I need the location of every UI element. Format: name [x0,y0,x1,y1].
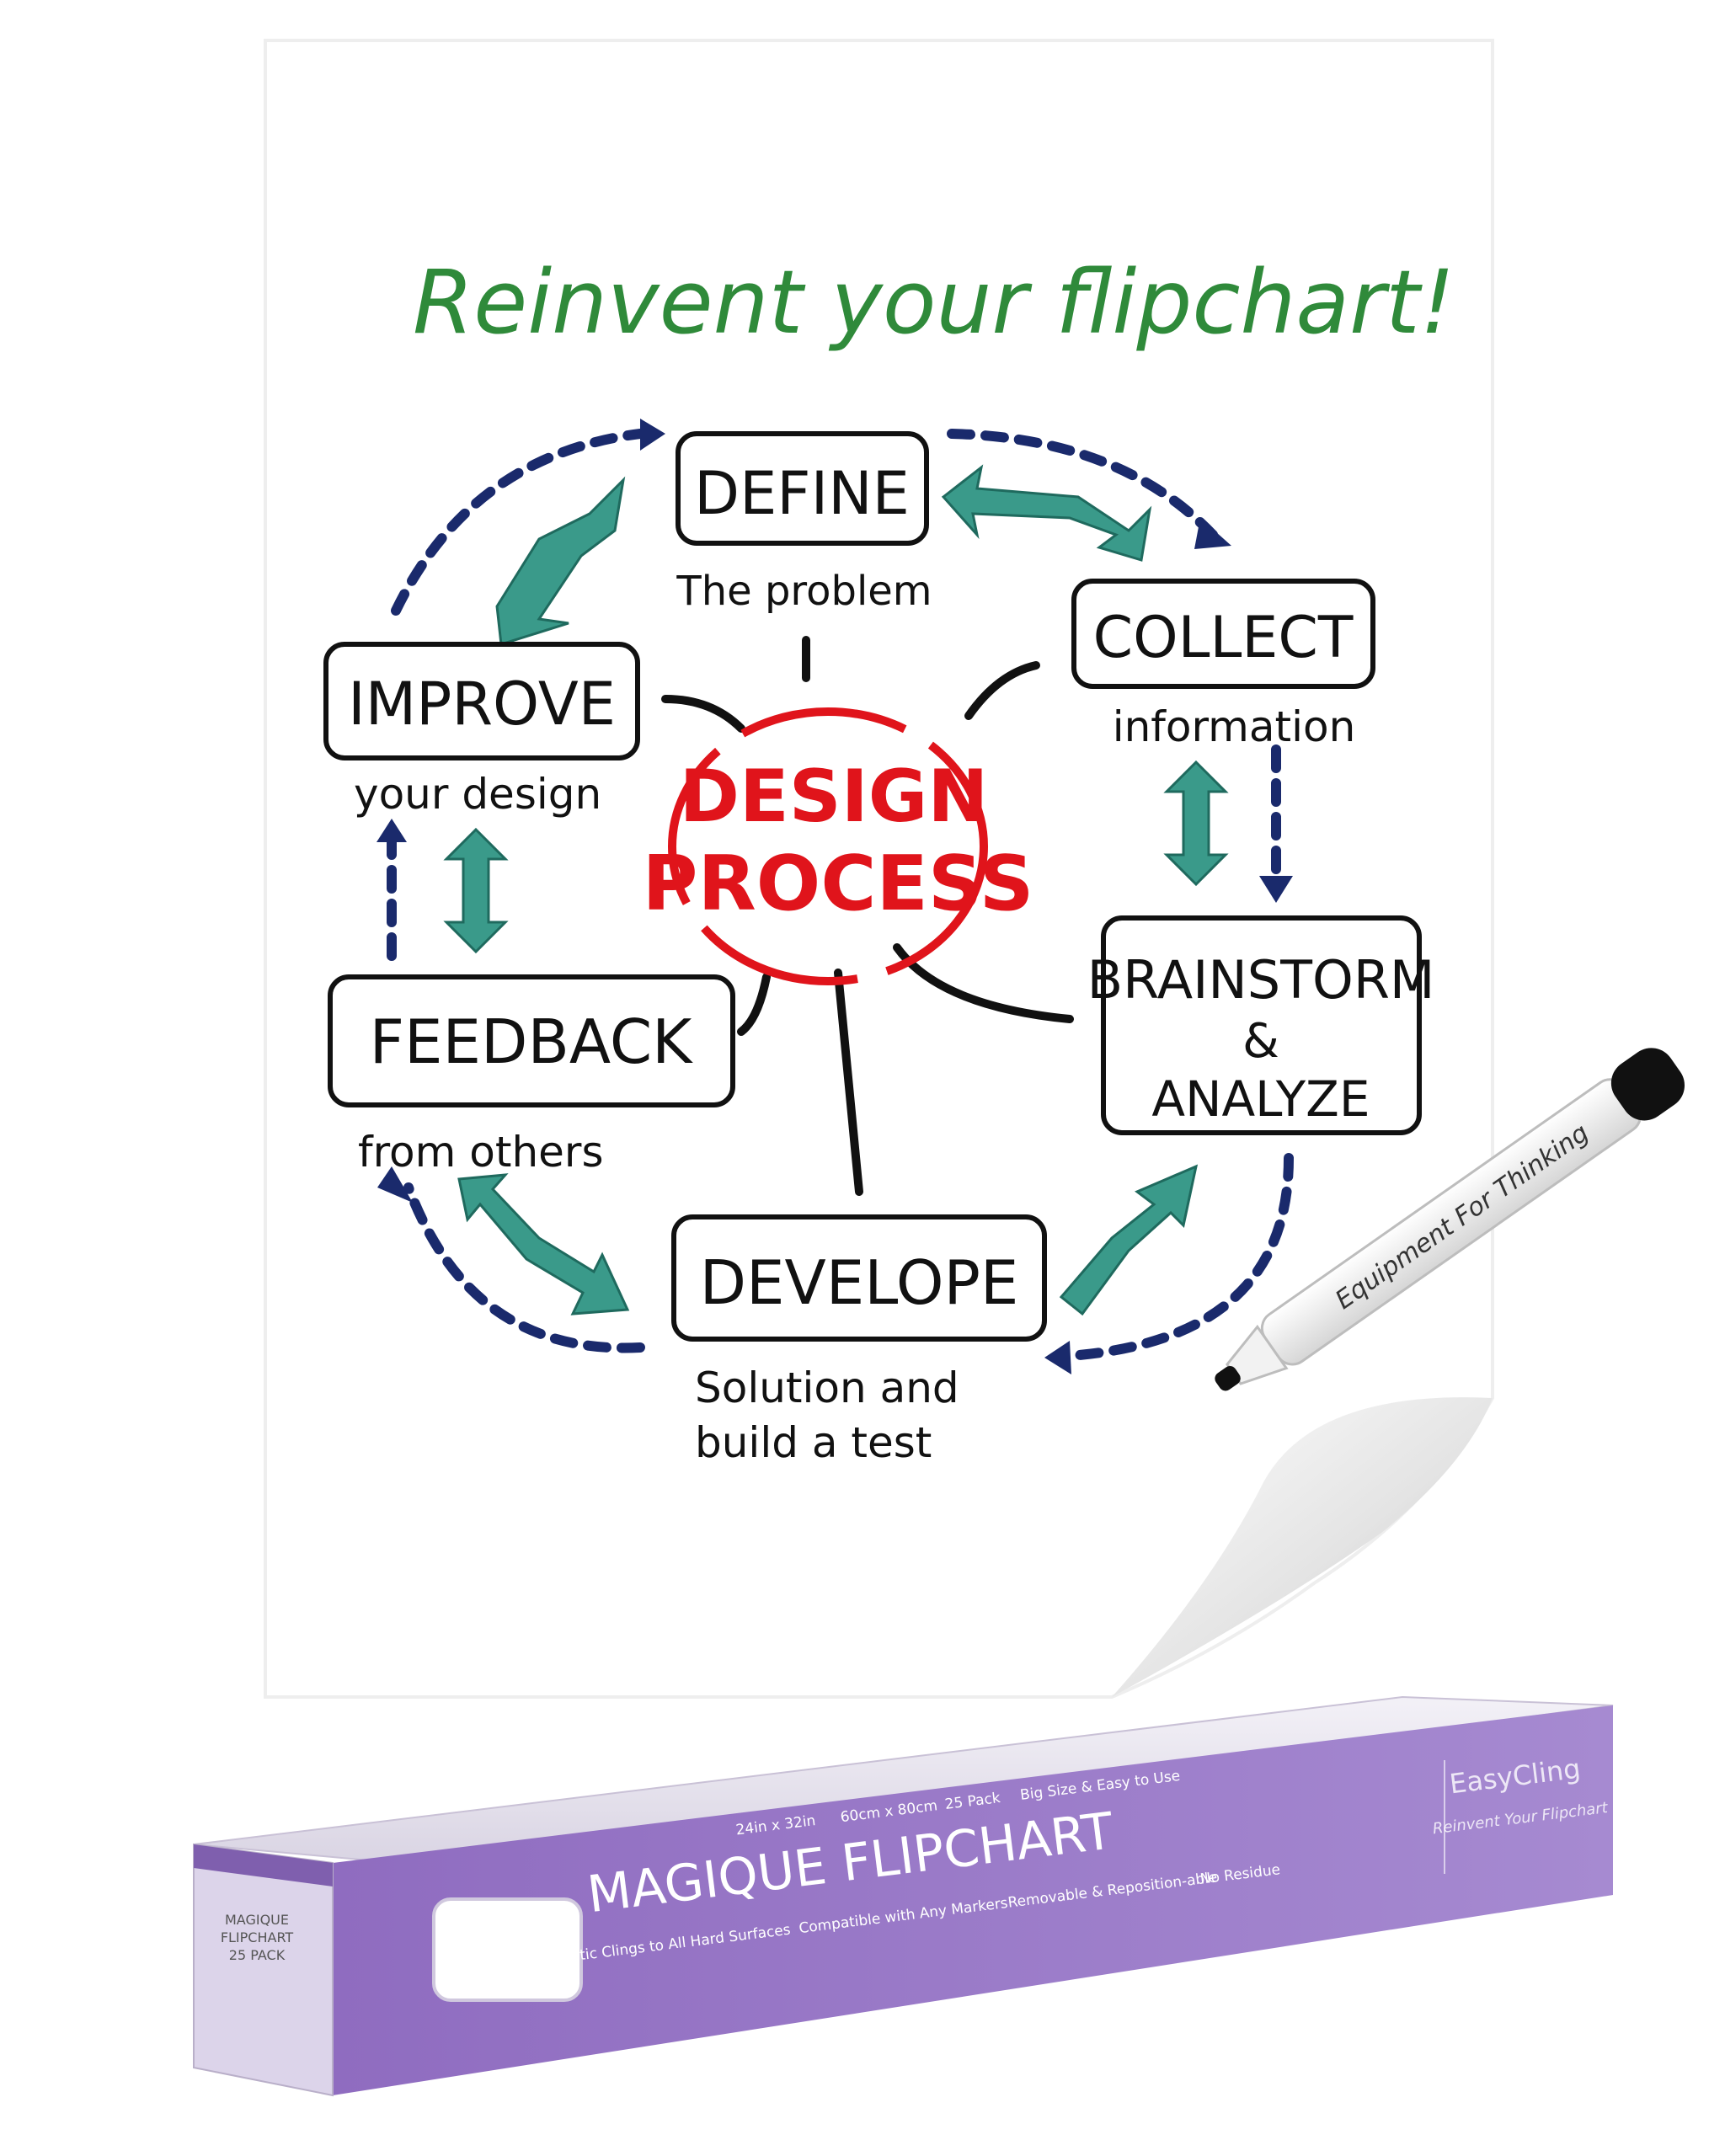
step-title-2: ANALYZE [1151,1070,1370,1128]
step-caption: from others [358,1128,604,1177]
box-end-label-2: FLIPCHART [221,1929,294,1945]
step-collect: COLLECT information [1074,581,1373,751]
step-caption: your design [354,770,601,819]
product-box: MAGIQUE FLIPCHART 25 PACK 24in x 32in 60… [194,1697,1613,2095]
step-caption: Solution and [695,1364,959,1412]
step-improve: IMPROVE your design [326,644,638,819]
headline: Reinvent your flipchart! [413,251,1455,354]
step-caption-2: build a test [695,1418,932,1467]
box-end-label-3: 25 PACK [229,1947,286,1963]
step-title: BRAINSTORM [1087,949,1435,1011]
step-caption: information [1113,702,1356,751]
step-title: IMPROVE [348,670,616,739]
step-title: COLLECT [1093,605,1354,671]
step-title: FEEDBACK [370,1006,693,1077]
step-caption: The problem [676,568,932,615]
center-line-1: DESIGN [680,755,989,839]
step-title-ampersand: & [1242,1014,1279,1069]
step-define: DEFINE The problem [676,434,932,615]
center-line-2: PROCESS [643,840,1034,928]
step-title: DEFINE [694,459,910,528]
box-end-label-1: MAGIQUE [225,1912,289,1928]
step-title: DEVELOPE [700,1247,1019,1318]
